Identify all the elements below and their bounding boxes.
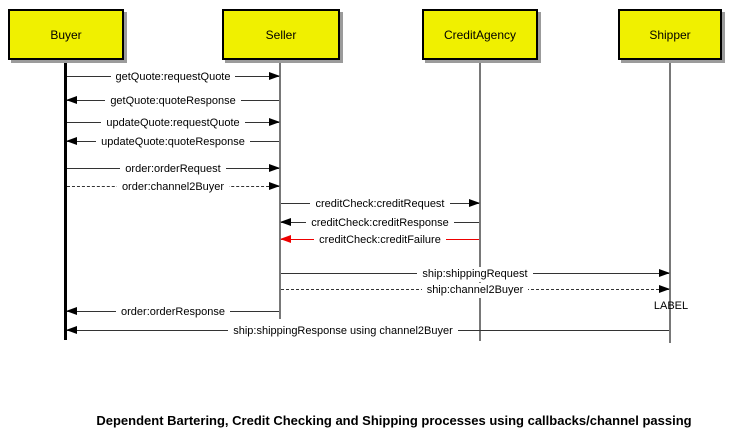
message-label: ship:channel2Buyer: [421, 282, 529, 298]
message-updatequote-quoteresponse: updateQuote:quoteResponse: [66, 134, 280, 150]
message-creditcheck-creditrequest: creditCheck:creditRequest: [280, 196, 480, 212]
actor-box-creditagency: CreditAgency: [422, 9, 538, 60]
actor-label-shipper: Shipper: [649, 27, 691, 42]
arrowhead-right-icon: [659, 285, 670, 293]
arrowhead-right-icon: [269, 164, 280, 172]
seller-lifeline: [279, 60, 281, 319]
buyer-lifeline: [64, 60, 67, 340]
arrowhead-left-icon: [66, 307, 77, 315]
message-label: order:orderRequest: [120, 161, 226, 177]
message-label: updateQuote:quoteResponse: [96, 134, 250, 150]
arrowhead-right-icon: [269, 72, 280, 80]
arrowhead-right-icon: [269, 118, 280, 126]
message-label: updateQuote:requestQuote: [101, 115, 245, 131]
actor-label-creditagency: CreditAgency: [443, 27, 517, 42]
message-creditcheck-creditresponse: creditCheck:creditResponse: [280, 215, 480, 231]
arrowhead-left-icon: [280, 235, 291, 243]
message-ship-channel2buyer: ship:channel2Buyer: [280, 282, 670, 298]
arrowhead-left-icon: [66, 96, 77, 104]
actor-box-shipper: Shipper: [618, 9, 722, 60]
message-getquote-quoteresponse: getQuote:quoteResponse: [66, 93, 280, 109]
message-label: creditCheck:creditFailure: [314, 232, 446, 248]
message-updatequote-requestquote: updateQuote:requestQuote: [66, 115, 280, 131]
message-label: getQuote:requestQuote: [110, 69, 236, 85]
arrowhead-right-icon: [469, 199, 480, 207]
creditagency-lifeline: [479, 60, 481, 341]
message-label: ship:shippingResponse using channel2Buye…: [228, 323, 458, 339]
arrowhead-left-icon: [66, 137, 77, 145]
message-ship-shippingrequest: ship:shippingRequest: [280, 266, 670, 282]
shipper-endpoint-label: LABEL: [653, 300, 689, 312]
arrowhead-left-icon: [280, 218, 291, 226]
actor-label-buyer: Buyer: [50, 27, 82, 42]
message-label: order:channel2Buyer: [116, 179, 230, 195]
message-creditcheck-creditfailure: creditCheck:creditFailure: [280, 232, 480, 248]
message-label: order:orderResponse: [116, 304, 230, 320]
diagram-caption: Dependent Bartering, Credit Checking and…: [96, 413, 692, 428]
actor-box-buyer: Buyer: [8, 9, 124, 60]
actor-label-seller: Seller: [265, 27, 297, 42]
shipper-lifeline: [669, 60, 671, 343]
message-getquote-requestquote: getQuote:requestQuote: [66, 69, 280, 85]
message-label: creditCheck:creditRequest: [310, 196, 450, 212]
arrowhead-left-icon: [66, 326, 77, 334]
message-order-orderresponse: order:orderResponse: [66, 304, 280, 320]
message-label: ship:shippingRequest: [417, 266, 533, 282]
message-order-channel2buyer: order:channel2Buyer: [66, 179, 280, 195]
message-label: getQuote:quoteResponse: [105, 93, 241, 109]
message-order-orderrequest: order:orderRequest: [66, 161, 280, 177]
arrowhead-right-icon: [659, 269, 670, 277]
arrowhead-right-icon: [269, 182, 280, 190]
message-ship-shippingresponse: ship:shippingResponse using channel2Buye…: [66, 323, 670, 339]
message-label: creditCheck:creditResponse: [306, 215, 454, 231]
actor-box-seller: Seller: [222, 9, 340, 60]
